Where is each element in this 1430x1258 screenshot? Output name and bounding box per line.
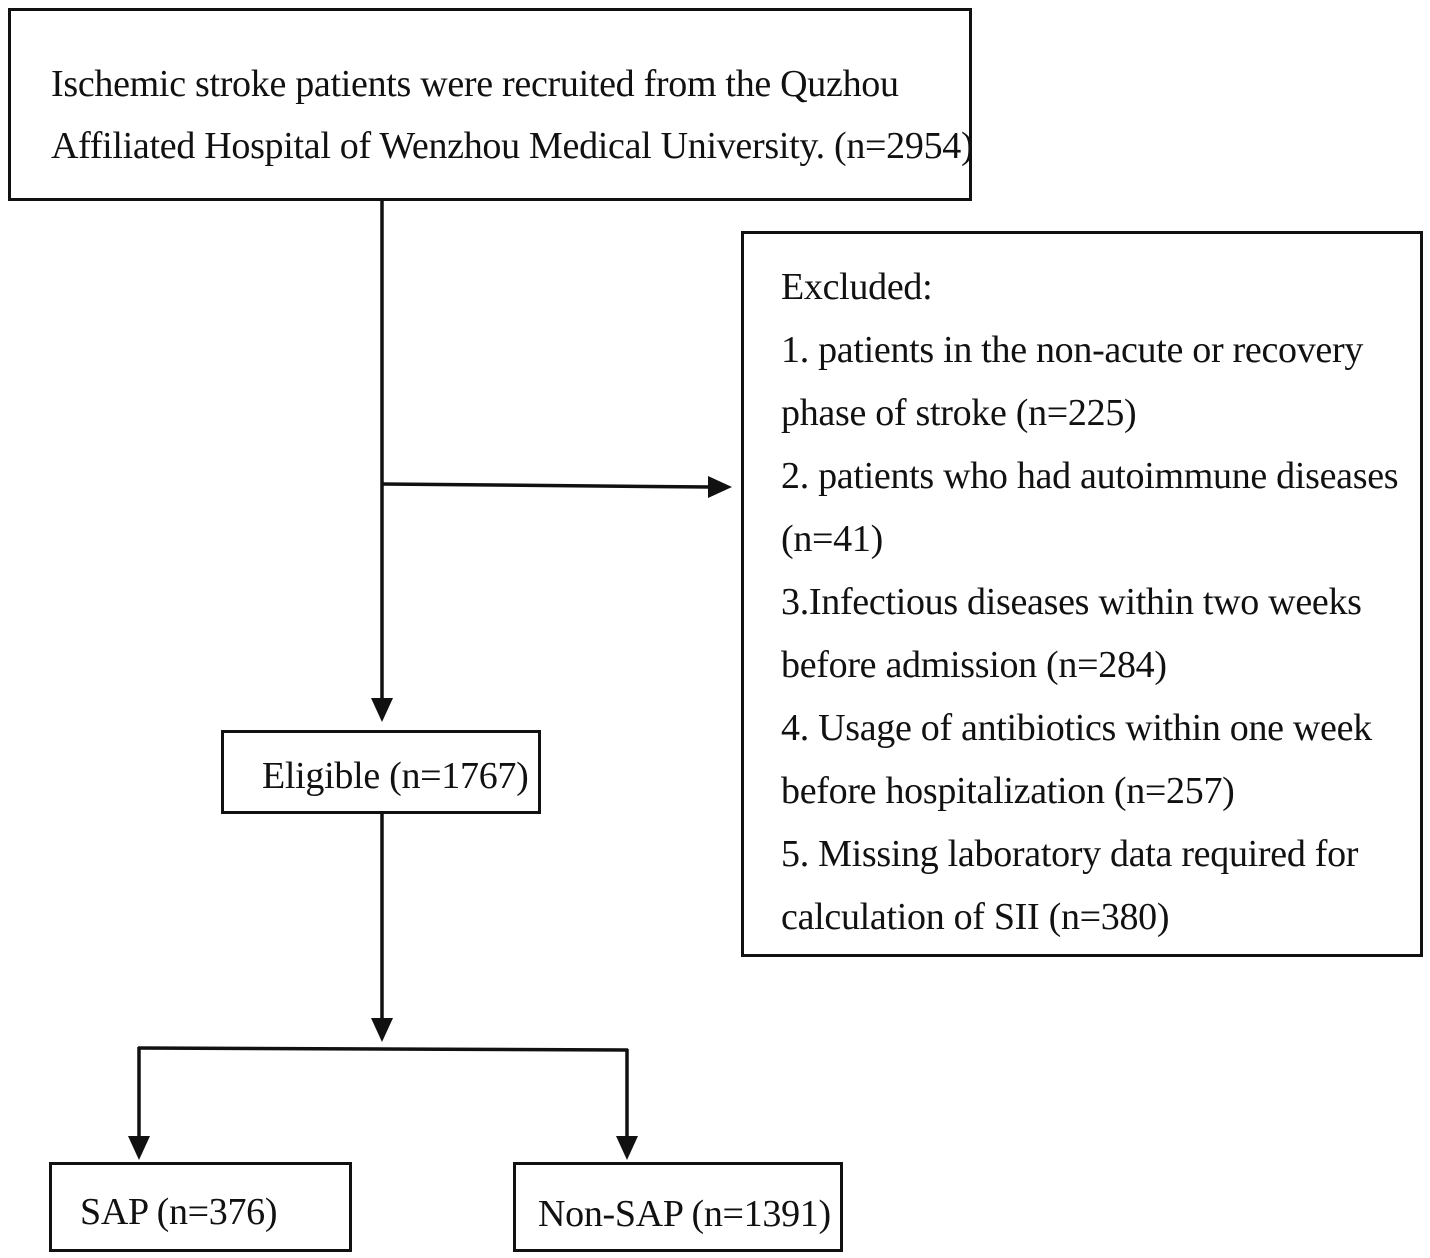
excluded-line-10: calculation of SII (n=380) [781,896,1170,938]
excluded-line-2: phase of stroke (n=225) [781,392,1137,434]
connector-to-excluded [381,482,711,489]
arrowhead-excluded [708,476,732,498]
sap-label: SAP (n=376) [80,1191,278,1233]
recruited-line-1: Ischemic stroke patients were recruited … [51,63,899,105]
connector-split-horizontal [137,1046,629,1052]
excluded-line-7: 4. Usage of antibiotics within one week [781,707,1372,749]
arrowhead-sap [128,1136,150,1160]
non-sap-label: Non-SAP (n=1391) [538,1193,831,1235]
arrowhead-non-sap [616,1136,638,1160]
eligible-box: Eligible (n=1767) [221,730,541,814]
sap-box: SAP (n=376) [49,1162,352,1252]
excluded-line-5: 3.Infectious diseases within two weeks [781,581,1362,623]
excluded-line-1: 1. patients in the non-acute or recovery [781,329,1364,371]
excluded-box: Excluded: 1. patients in the non-acute o… [741,231,1423,957]
recruited-line-2: Affiliated Hospital of Wenzhou Medical U… [51,125,974,167]
excluded-line-9: 5. Missing laboratory data required for [781,833,1359,875]
arrowhead-split [371,1018,393,1042]
excluded-heading: Excluded: [781,266,933,308]
arrowhead-eligible [371,698,393,722]
recruited-box: Ischemic stroke patients were recruited … [8,8,974,201]
excluded-line-3: 2. patients who had autoimmune diseases [781,455,1399,497]
non-sap-box: Non-SAP (n=1391) [513,1162,843,1252]
excluded-line-8: before hospitalization (n=257) [781,770,1235,812]
excluded-line-6: before admission (n=284) [781,644,1167,686]
excluded-line-4: (n=41) [781,518,883,560]
eligible-label: Eligible (n=1767) [262,755,529,797]
